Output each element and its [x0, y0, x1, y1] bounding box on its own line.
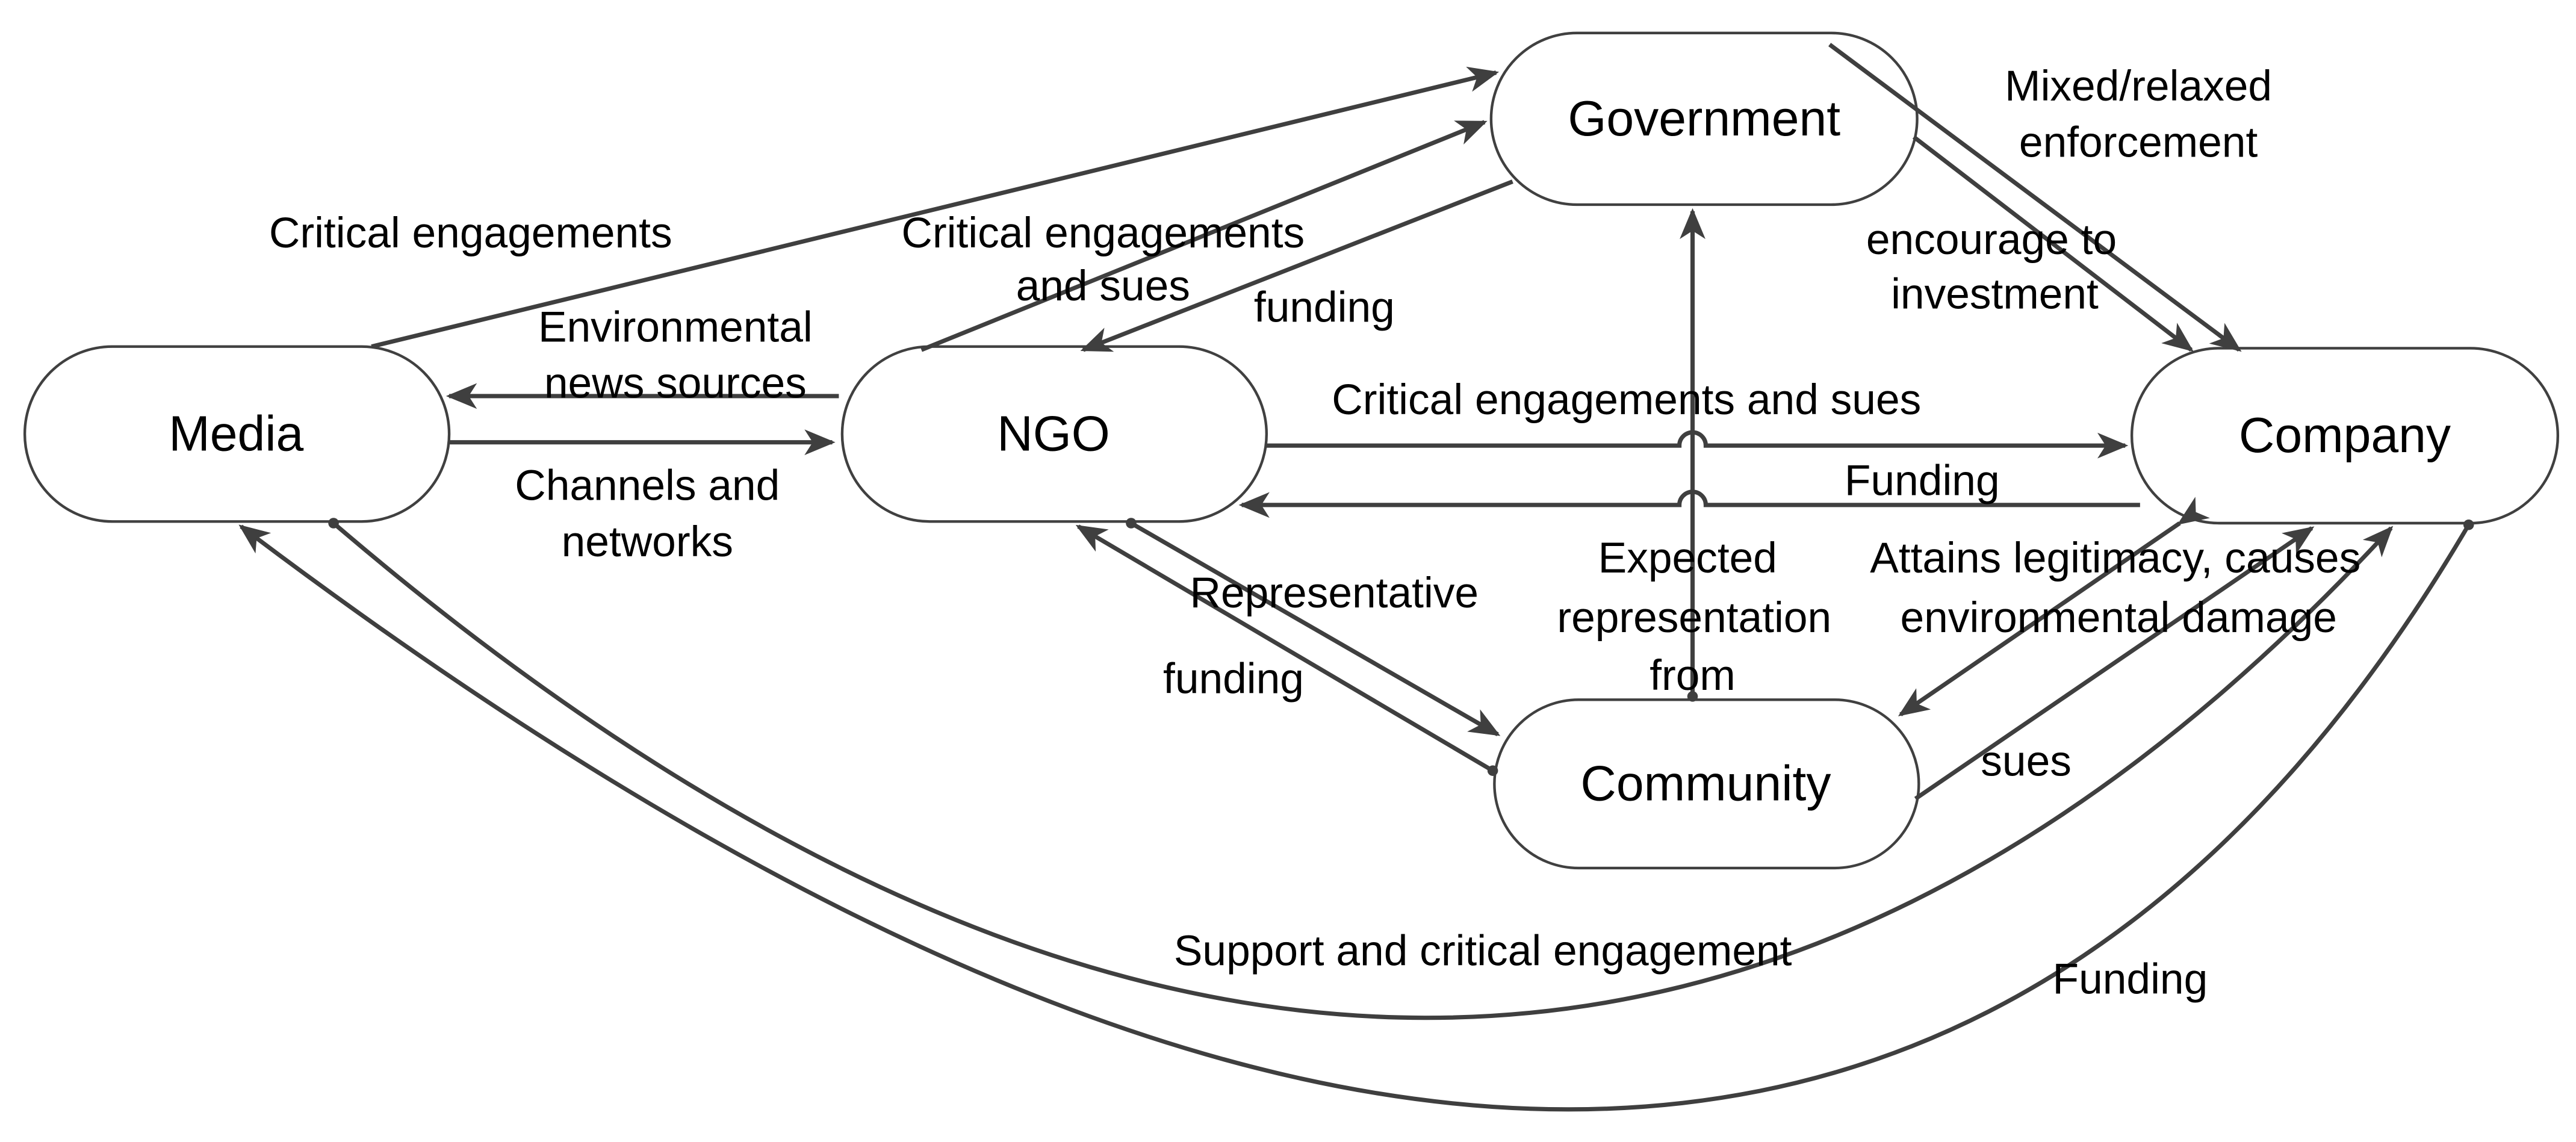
government-shape: [1489, 31, 1919, 206]
label-attains-line1: Attains legitimacy, causes: [1870, 534, 2360, 582]
label-expected-line2: representation: [1557, 594, 1831, 642]
government-label: Government: [1568, 92, 1840, 146]
joint-ngo-funding: [1126, 518, 1137, 529]
edge-ngo-to-government: [920, 120, 1488, 352]
label-expected-line3: from: [1650, 651, 1736, 700]
edge-government-to-company-investment: [1912, 135, 2194, 352]
node-company: Company: [2130, 347, 2560, 525]
node-ngo: NGO: [840, 345, 1268, 523]
edge-company-to-media-funding-curve: [238, 523, 2471, 1112]
joint-community-representative: [1487, 765, 1498, 776]
joint-media-support: [328, 518, 339, 529]
edge-community-to-ngo-representative: [1075, 524, 1494, 773]
edge-media-to-company-support-curve: [332, 521, 2394, 1020]
label-crit-sues-mid: Critical engagements and sues: [1332, 376, 1921, 424]
community-label: Community: [1580, 757, 1831, 812]
label-attains-line2: environmental damage: [1901, 594, 2337, 642]
label-channels-line2: networks: [562, 518, 733, 566]
joint-company-funding: [2463, 519, 2474, 530]
media-shape: [23, 345, 451, 523]
label-mixed-line1: Mixed/relaxed: [2005, 62, 2272, 110]
label-encourage-line2: investment: [1891, 270, 2099, 318]
edge-government-to-company-enforcement: [1828, 43, 2242, 352]
edge-government-to-ngo-funding: [1080, 179, 1513, 352]
node-government: Government: [1489, 31, 1919, 206]
company-label: Company: [2239, 408, 2451, 463]
label-sues: sues: [1981, 737, 2072, 785]
label-encourage-line1: encourage to: [1866, 216, 2117, 264]
label-crit-sues-line2: and sues: [1016, 262, 1190, 310]
media-label: Media: [169, 406, 303, 461]
label-funding-company-media: Funding: [2053, 955, 2208, 1003]
edge-media-to-government: [371, 66, 1500, 349]
label-channels-line1: Channels and: [515, 462, 780, 510]
label-critical-engagements: Critical engagements: [269, 209, 672, 257]
edge-ngo-to-company: [1265, 430, 2129, 459]
node-media: Media: [23, 345, 451, 523]
community-shape: [1493, 698, 1920, 870]
ngo-shape: [840, 345, 1268, 523]
label-representative: Representative: [1190, 569, 1479, 617]
label-crit-sues-line1: Critical engagements: [901, 209, 1305, 257]
ngo-label: NGO: [997, 406, 1110, 461]
label-funding-gov-ngo: funding: [1254, 284, 1395, 332]
node-community: Community: [1493, 698, 1920, 870]
label-environmental-news-line1: Environmental: [538, 303, 813, 351]
company-shape: [2130, 347, 2560, 525]
edge-company-to-community-legitimacy: [1898, 497, 2210, 716]
label-support-critical: Support and critical engagement: [1174, 927, 1792, 975]
label-funding-company-ngo: Funding: [1845, 456, 2000, 504]
label-mixed-line2: enforcement: [2019, 118, 2258, 166]
label-environmental-news-line2: news sources: [544, 359, 807, 408]
edge-ngo-to-community-funding: [1130, 521, 1501, 736]
joint-community-vertical: [1687, 691, 1698, 702]
label-expected-line1: Expected: [1598, 534, 1777, 582]
label-funding-ngo-community: funding: [1163, 654, 1304, 703]
edge-community-to-company-sues: [1914, 526, 2315, 801]
